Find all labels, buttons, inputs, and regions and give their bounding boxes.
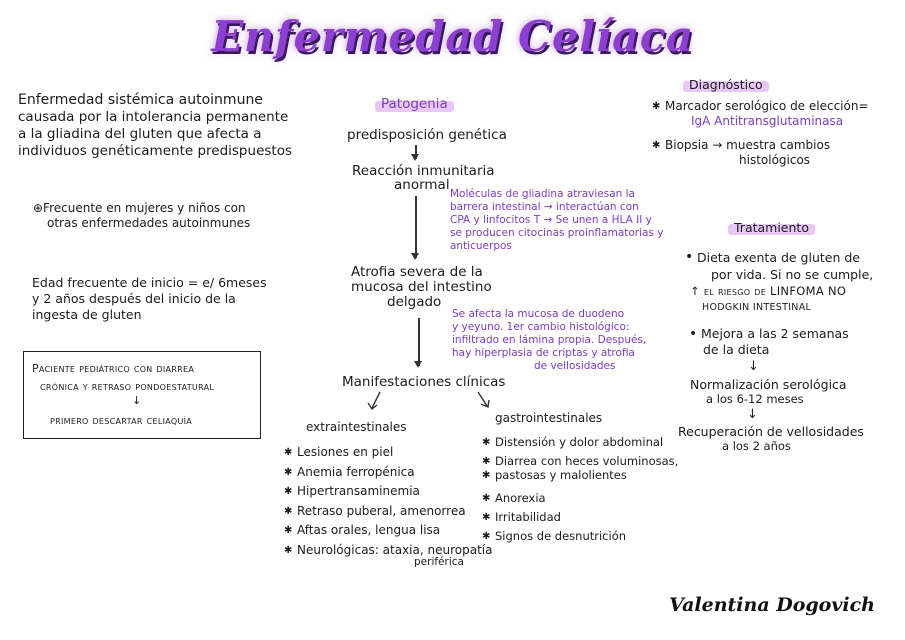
diet-line: Dieta exenta de gluten de — [697, 250, 860, 265]
serology-value: IgA Antitransglutaminasa — [691, 114, 844, 128]
list-item: Distensión y dolor abdominal — [482, 433, 678, 452]
note-line: anticuerpos — [450, 240, 512, 252]
atrophy-line: mucosa del intestino — [351, 279, 492, 295]
note-line: hay hiperplasia de criptas y atrofia — [452, 347, 635, 359]
frequency-line: ⊕Frecuente en mujeres y niños con — [33, 201, 246, 215]
arrow-down-3 — [415, 318, 421, 368]
note-line: y yeyuno. 1er cambio histológico: — [452, 321, 630, 333]
age-line: Edad frecuente de inicio = e/ 6meses — [32, 275, 267, 290]
pathogenesis-step-predisposition: predisposición genética — [347, 127, 507, 143]
pathogenesis-header: Patogenia — [375, 96, 454, 113]
note-line: Moléculas de gliadina atraviesan la — [450, 188, 635, 200]
diagnosis-item-serology: Marcador serológico de elección= IgA Ant… — [652, 99, 869, 129]
treatment-list: Dieta exenta de gluten de por vida. Si n… — [684, 249, 873, 283]
definition-line: causada por la intolerancia permanente — [18, 109, 289, 125]
villi-recovery: Recuperación de vellosidades a los 2 año… — [678, 424, 864, 454]
normalization-line: Normalización serológica — [690, 377, 847, 392]
diagnosis-title: Diagnóstico — [683, 76, 769, 93]
extraintestinal-header: extraintestinales — [306, 420, 407, 434]
serology-label: Marcador serológico de elección= — [665, 99, 869, 113]
arrow-down-1 — [412, 145, 418, 161]
immune-line: anormal — [394, 177, 450, 193]
pathogenesis-step-atrophy: Atrofia severa de la mucosa del intestin… — [351, 265, 492, 310]
definition-line: Enfermedad sistémica autoinmune — [18, 92, 263, 108]
note-line: CPA y linfocitos T → Se unen a HLA II y — [450, 214, 652, 226]
list-item: Diarrea con heces voluminosas, — [482, 452, 678, 471]
frequency-line: otras enfermedades autoinmunes — [47, 216, 251, 230]
improvement-item: Mejora a las 2 semanas de la dieta — [688, 326, 849, 358]
serology-normalization: Normalización serológica a los 6-12 mese… — [690, 377, 847, 407]
author-signature: Valentina Dogovich — [669, 594, 875, 616]
box-arrow: ↓ — [132, 394, 142, 407]
note-line: Se afecta la mucosa de duodeno — [452, 308, 625, 320]
lymphoma-risk-line-2: HODGKIN INTESTINAL — [702, 302, 812, 313]
definition-line: individuos genéticamente predispuestos — [18, 143, 292, 159]
branch-arrows — [367, 391, 490, 411]
list-item: Anemia ferropénica — [284, 463, 492, 483]
box-line-2: crónica y retraso pondoestatural — [40, 380, 215, 393]
diagnosis-item-biopsy: Biopsia → muestra cambios histológicos — [652, 138, 869, 168]
age-line: y 2 años después del inicio de la — [32, 291, 236, 306]
diagnosis-list: Marcador serológico de elección= IgA Ant… — [652, 99, 869, 168]
biopsy-line: Biopsia → muestra cambios — [665, 138, 831, 152]
atrophy-line: delgado — [387, 294, 442, 310]
arrow-down-2 — [412, 196, 418, 260]
treatment-title: Tratamiento — [728, 219, 815, 236]
treatment-improvement: Mejora a las 2 semanas de la dieta — [688, 326, 849, 358]
age-note: Edad frecuente de inicio = e/ 6meses y 2… — [32, 275, 267, 323]
gastrointestinal-list: Distensión y dolor abdominal Diarrea con… — [482, 433, 678, 546]
list-item: Neurológicas: ataxia, neuropatía — [284, 541, 492, 561]
improvement-line: de la dieta — [703, 342, 770, 357]
biopsy-line: histológicos — [739, 153, 811, 167]
list-item: Lesiones en piel — [284, 443, 492, 463]
box-line-3: primero descartar celiaquía — [50, 414, 193, 427]
age-line: ingesta de gluten — [32, 307, 142, 322]
recovery-line: Recuperación de vellosidades — [678, 424, 864, 439]
gastrointestinal-header: gastrointestinales — [495, 411, 603, 425]
diagnosis-header: Diagnóstico — [683, 76, 769, 94]
note-line: de vellosidades — [534, 360, 616, 372]
pathogenesis-note-mucosa: Se afecta la mucosa de duodeno y yeyuno.… — [452, 308, 646, 373]
note-line: se producen citocinas proinflamatorias y — [450, 227, 664, 239]
list-item: Irritabilidad — [482, 508, 678, 527]
list-item: Signos de desnutrición — [482, 527, 678, 546]
extraintestinal-list: Lesiones en piel Anemia ferropénica Hipe… — [284, 443, 492, 560]
frequency-note: ⊕Frecuente en mujeres y niños con otras … — [33, 201, 250, 231]
box-line-1: Paciente pediátrico con diarrea — [32, 362, 195, 375]
treatment-arrow-1: ↓ — [748, 359, 759, 374]
page-title: Enfermedad Celíaca — [211, 12, 694, 61]
improvement-line: Mejora a las 2 semanas — [701, 326, 849, 341]
list-item-continuation: pastosas y malolientes — [482, 466, 678, 485]
pediatric-note-box: Paciente pediátrico con diarrea crónica … — [23, 351, 261, 439]
definition-text: Enfermedad sistémica autoinmune causada … — [18, 92, 292, 160]
list-item: Aftas orales, lengua lisa — [284, 521, 492, 541]
treatment-item-diet: Dieta exenta de gluten de por vida. Si n… — [684, 249, 873, 283]
immune-line: Reacción inmunitaria — [352, 163, 495, 179]
atrophy-line: Atrofia severa de la — [351, 264, 483, 280]
normalization-line: a los 6-12 meses — [706, 392, 804, 406]
extraintestinal-tail: periférica — [414, 556, 464, 568]
definition-line: a la gliadina del gluten que afecta a — [18, 126, 262, 142]
pathogenesis-note-gliadin: Moléculas de gliadina atraviesan la barr… — [450, 188, 664, 253]
note-line: infiltrado en lámina propia. Después, — [452, 334, 647, 346]
pathogenesis-step-immune: Reacción inmunitaria anormal — [352, 164, 495, 192]
pathogenesis-step-manifestations: Manifestaciones clínicas — [342, 374, 506, 390]
list-item: Retraso puberal, amenorrea — [284, 502, 492, 522]
recovery-line: a los 2 años — [722, 439, 791, 453]
list-item: Anorexia — [482, 489, 678, 508]
treatment-arrow-2: ↓ — [747, 407, 758, 422]
list-item: Hipertransaminemia — [284, 482, 492, 502]
diet-line: por vida. Si no se cumple, — [711, 267, 874, 282]
lymphoma-risk-line: ↑ el riesgo de LINFOMA NO — [690, 284, 847, 298]
pathogenesis-title: Patogenia — [375, 96, 454, 113]
treatment-header: Tratamiento — [728, 219, 815, 237]
note-line: barrera intestinal → interactúan con — [450, 201, 639, 213]
